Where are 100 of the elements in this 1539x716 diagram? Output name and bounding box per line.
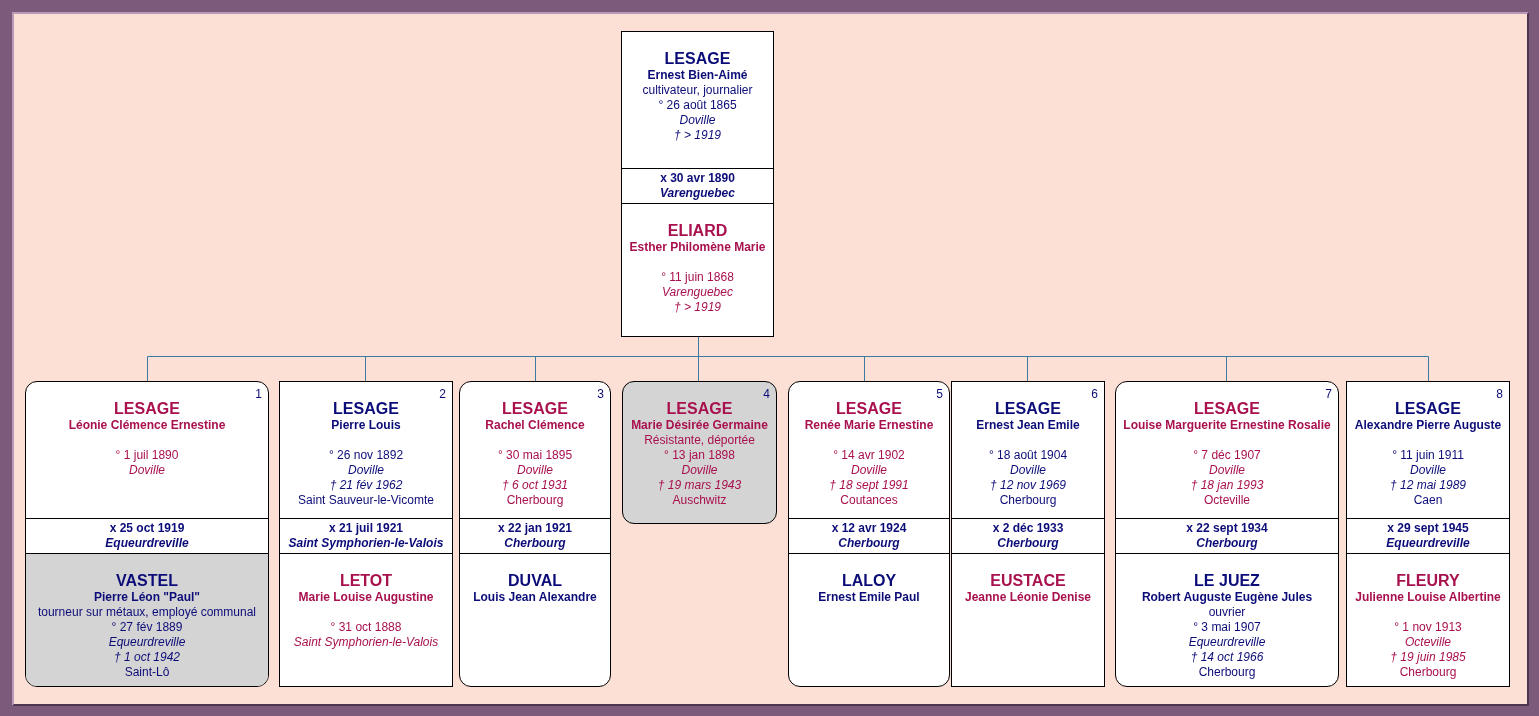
family-card bbox=[788, 381, 950, 687]
family-card bbox=[459, 381, 611, 687]
card-number: 5 bbox=[936, 388, 943, 400]
card-number: 4 bbox=[763, 388, 770, 400]
death-date: † 21 fév 1962 bbox=[328, 478, 404, 493]
place-name: Doville bbox=[347, 463, 385, 478]
surname: DUVAL bbox=[507, 572, 563, 590]
place-name: Varenguebec bbox=[659, 186, 736, 201]
place-name: Doville bbox=[850, 463, 888, 478]
occupation: ouvrier bbox=[1207, 605, 1247, 620]
given-names: Alexandre Pierre Auguste bbox=[1353, 418, 1503, 433]
marriage-date: x 29 sept 1945 bbox=[1386, 521, 1470, 536]
surname: ELIARD bbox=[666, 222, 729, 240]
birth-date: ° 14 avr 1902 bbox=[832, 448, 906, 463]
place-name: Doville bbox=[1409, 463, 1447, 478]
marriage-date: x 30 avr 1890 bbox=[659, 171, 736, 186]
surname: LESAGE bbox=[1394, 400, 1462, 418]
given-names: Léonie Clémence Ernestine bbox=[67, 418, 227, 433]
place-name: Cherbourg bbox=[1398, 665, 1458, 680]
marriage-date: x 25 oct 1919 bbox=[108, 521, 186, 536]
marriage-date: x 22 sept 1934 bbox=[1185, 521, 1269, 536]
place-name: Doville bbox=[1009, 463, 1047, 478]
place-name: Varenguebec bbox=[661, 285, 734, 300]
marriage-section bbox=[460, 518, 610, 553]
death-date: † > 1919 bbox=[672, 128, 722, 143]
place-name: Cherbourg bbox=[996, 536, 1060, 551]
card-number: 8 bbox=[1496, 388, 1503, 400]
birth-date: ° 13 jan 1898 bbox=[663, 448, 736, 463]
surname: EUSTACE bbox=[989, 572, 1067, 590]
marriage-date: x 21 juil 1921 bbox=[327, 521, 405, 536]
death-date: † 12 mai 1989 bbox=[1388, 478, 1468, 493]
surname: LESAGE bbox=[332, 400, 400, 418]
surname: LESAGE bbox=[994, 400, 1062, 418]
given-names: Louise Marguerite Ernestine Rosalie bbox=[1122, 418, 1332, 433]
marriage-date: x 2 déc 1933 bbox=[991, 521, 1065, 536]
death-date: † 6 oct 1931 bbox=[500, 478, 570, 493]
given-names: Ernest Jean Emile bbox=[975, 418, 1081, 433]
birth-date: ° 7 déc 1907 bbox=[1192, 448, 1262, 463]
given-names: Ernest Emile Paul bbox=[817, 590, 921, 605]
birth-date: ° 11 juin 1868 bbox=[660, 270, 735, 285]
place-name: Equeurdreville bbox=[104, 536, 190, 551]
surname: LALOY bbox=[840, 572, 898, 590]
birth-date: ° 31 oct 1888 bbox=[329, 620, 403, 635]
family-card bbox=[1346, 381, 1510, 687]
birth-date: ° 3 mai 1907 bbox=[1192, 620, 1262, 635]
given-names: Julienne Louise Albertine bbox=[1354, 590, 1502, 605]
place-name: Doville bbox=[680, 463, 719, 478]
place-name: Doville bbox=[128, 463, 166, 478]
given-names: Pierre Louis bbox=[330, 418, 402, 433]
place-name: Saint Symphorien-le-Valois bbox=[292, 635, 440, 650]
place-name: Cherbourg bbox=[837, 536, 901, 551]
birth-date: ° 26 août 1865 bbox=[657, 98, 738, 113]
death-date: † 19 juin 1985 bbox=[1389, 650, 1467, 665]
place-name: Octeville bbox=[1404, 635, 1452, 650]
card-number: 3 bbox=[597, 388, 604, 400]
given-names: Louis Jean Alexandre bbox=[472, 590, 598, 605]
place-name: Cherbourg bbox=[505, 493, 565, 508]
given-names: Pierre Léon "Paul" bbox=[92, 590, 202, 605]
place-name: Doville bbox=[516, 463, 554, 478]
place-name: Cherbourg bbox=[1195, 536, 1259, 551]
occupation: Résistante, déportée bbox=[643, 433, 756, 448]
surname: LE JUEZ bbox=[1193, 572, 1261, 590]
marriage-section bbox=[1116, 518, 1338, 553]
given-names: Esther Philomène Marie bbox=[628, 240, 767, 255]
surname: LESAGE bbox=[835, 400, 903, 418]
place-name: Saint Sauveur-le-Vicomte bbox=[297, 493, 435, 508]
place-name: Cherbourg bbox=[998, 493, 1058, 508]
death-date: † 18 sept 1991 bbox=[828, 478, 910, 493]
death-date: † > 1919 bbox=[672, 300, 722, 315]
given-names: Renée Marie Ernestine bbox=[803, 418, 935, 433]
death-date: † 18 jan 1993 bbox=[1189, 478, 1265, 493]
given-names: Robert Auguste Eugène Jules bbox=[1140, 590, 1314, 605]
death-date: † 14 oct 1966 bbox=[1189, 650, 1265, 665]
family-card bbox=[279, 381, 453, 687]
birth-date: ° 27 fév 1889 bbox=[110, 620, 184, 635]
marriage-section bbox=[280, 518, 452, 553]
surname: LETOT bbox=[338, 572, 394, 590]
marriage-date: x 22 jan 1921 bbox=[496, 521, 574, 536]
given-names: Jeanne Léonie Denise bbox=[963, 590, 1092, 605]
card-number: 2 bbox=[439, 388, 446, 400]
surname: FLEURY bbox=[1395, 572, 1461, 590]
card-number: 1 bbox=[255, 388, 262, 400]
marriage-section bbox=[789, 518, 949, 553]
birth-date: ° 1 juil 1890 bbox=[114, 448, 180, 463]
place-name: Doville bbox=[1208, 463, 1246, 478]
family-card bbox=[1115, 381, 1339, 687]
given-names: Marie Désirée Germaine bbox=[630, 418, 769, 433]
surname: LESAGE bbox=[663, 50, 732, 68]
death-date: † 1 oct 1942 bbox=[112, 650, 182, 665]
birth-date: ° 1 nov 1913 bbox=[1393, 620, 1463, 635]
place-name: Cherbourg bbox=[1197, 665, 1257, 680]
occupation: cultivateur, journalier bbox=[641, 83, 754, 98]
birth-date: ° 11 juin 1911 bbox=[1391, 448, 1465, 463]
surname: VASTEL bbox=[115, 572, 179, 590]
surname: LESAGE bbox=[1193, 400, 1261, 418]
occupation: tourneur sur métaux, employé communal bbox=[36, 605, 258, 620]
person-card bbox=[622, 381, 777, 524]
given-names: Marie Louise Augustine bbox=[297, 590, 435, 605]
marriage-section bbox=[622, 168, 773, 203]
marriage-section bbox=[1347, 518, 1509, 553]
